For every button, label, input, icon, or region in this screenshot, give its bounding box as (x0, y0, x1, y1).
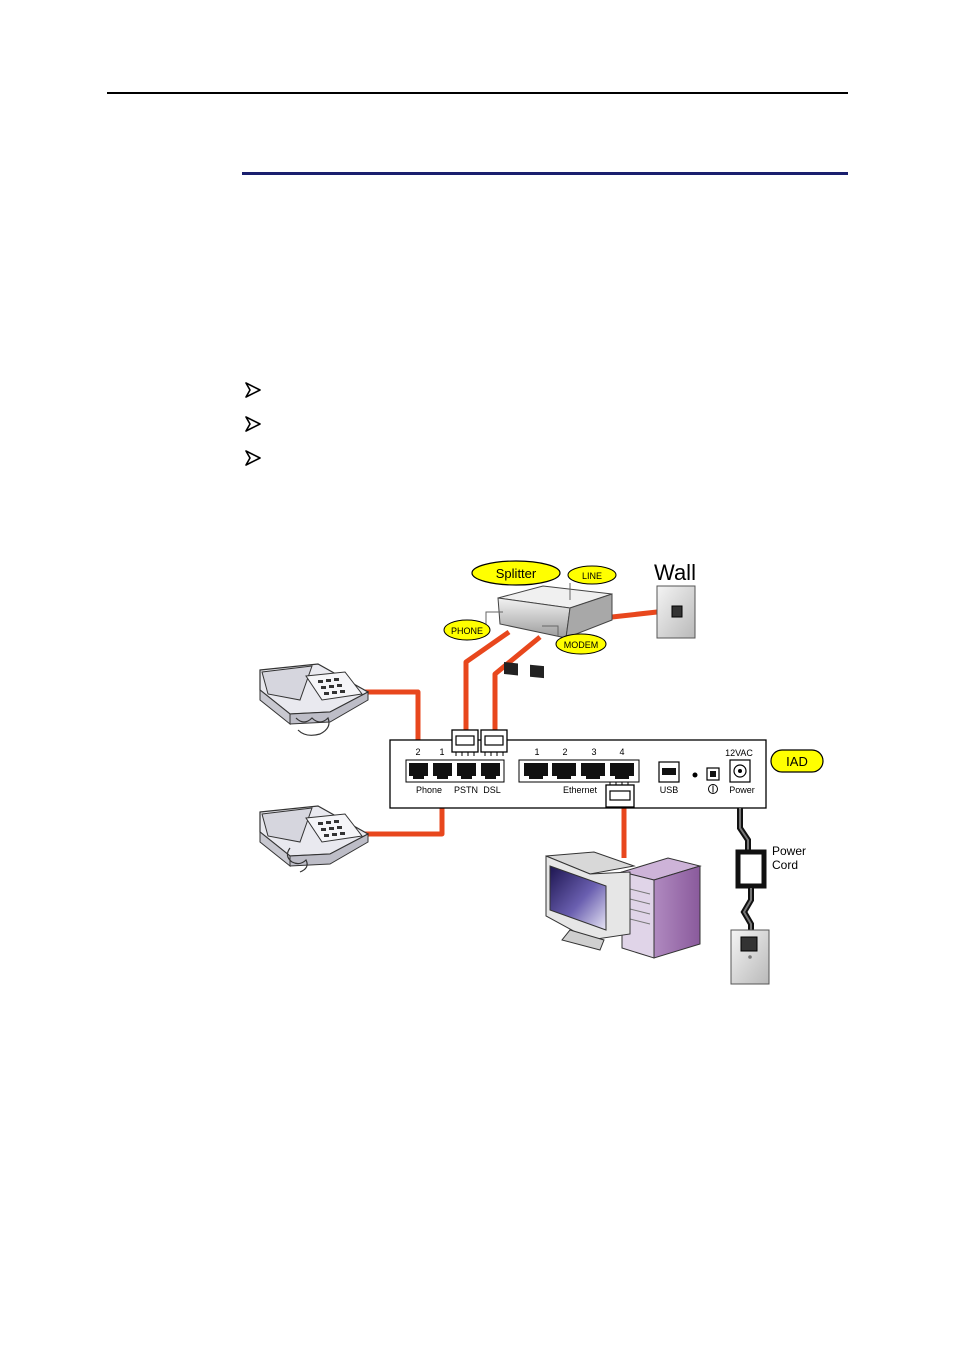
phone-port-2-number: 2 (415, 747, 420, 757)
splitter-device (497, 585, 613, 679)
dsl-plug (480, 729, 508, 756)
power-switch-icon (708, 784, 718, 794)
ethernet-1-jack (524, 763, 548, 779)
splitter-callout (471, 560, 561, 586)
cable-phone1-to-port2 (360, 689, 421, 762)
splitter-label: Splitter (496, 566, 537, 581)
usb-port (658, 761, 680, 783)
modem-callout (555, 633, 607, 655)
ethernet-ports (518, 759, 640, 783)
iad-label: IAD (786, 754, 808, 769)
header-rule (107, 92, 848, 94)
power-outlet (730, 929, 770, 985)
ethernet-port-4-number: 4 (619, 747, 624, 757)
power-cord-label-line2: Cord (772, 858, 798, 872)
phone-pstn-dsl-ports (405, 759, 505, 783)
telephone-2 (259, 805, 370, 873)
cable-splitter-phone-to-pstn (463, 629, 511, 731)
cable-splitter-to-wall (611, 609, 658, 620)
modem-label: MODEM (564, 640, 599, 650)
splitter-modem-jack (530, 664, 544, 679)
ethernet-port-3-number: 3 (591, 747, 596, 757)
usb-label: USB (660, 785, 679, 795)
ethernet-label: Ethernet (563, 785, 598, 795)
12vac-label: 12VAC (725, 748, 753, 758)
bullet-arrow-icon (245, 382, 261, 398)
phone-label: Phone (416, 785, 442, 795)
computer (545, 851, 702, 959)
ethernet-port-2-number: 2 (562, 747, 567, 757)
bullet-arrow-icon (245, 450, 261, 466)
dsl-jack (481, 763, 500, 779)
ethernet-2-jack (552, 763, 576, 779)
phone-2-jack (409, 763, 428, 779)
ethernet-port-1-number: 1 (534, 747, 539, 757)
pstn-plug (451, 729, 479, 756)
ethernet-4-jack (610, 763, 634, 779)
line-label: LINE (582, 571, 602, 581)
splitter-phone-jack (504, 661, 518, 676)
phone-1-jack (433, 763, 452, 779)
power-switch (706, 767, 720, 781)
phone-port-1-number: 1 (439, 747, 444, 757)
wall-outlet (656, 585, 696, 639)
power-cord-label-line1: Power (772, 844, 806, 858)
power-label: Power (729, 785, 755, 795)
cables (360, 609, 658, 858)
section-rule (242, 172, 848, 175)
phone-port-callout (443, 619, 491, 641)
dsl-label: DSL (483, 785, 501, 795)
pstn-jack (457, 763, 476, 779)
wall-label: Wall (654, 560, 696, 585)
line-callout (567, 565, 617, 585)
power-jack (729, 759, 751, 783)
pstn-label: PSTN (454, 785, 478, 795)
iad-callout (770, 749, 824, 773)
cable-splitter-modem-to-dsl (492, 635, 542, 731)
ethernet-plug (605, 782, 635, 808)
reset-hole (692, 772, 698, 778)
phone-port-label: PHONE (451, 626, 483, 636)
telephone-1 (259, 663, 370, 736)
ethernet-3-jack (581, 763, 605, 779)
power-cord (735, 808, 767, 930)
bullet-arrow-icon (245, 416, 261, 432)
